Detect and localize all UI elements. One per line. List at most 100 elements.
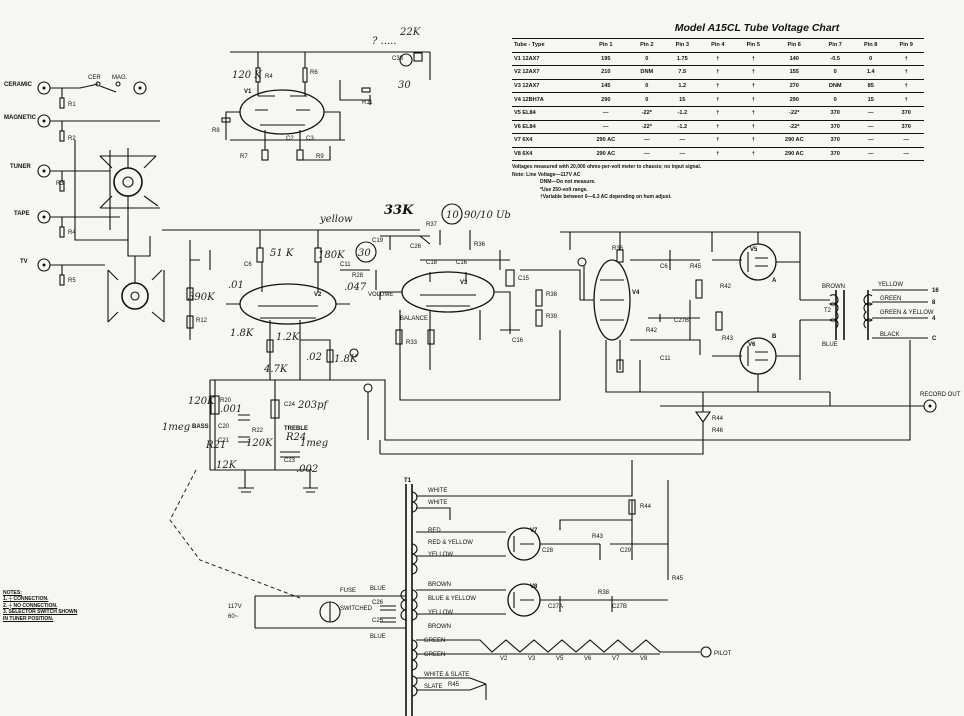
voltage-cell: — — [867, 151, 874, 158]
svg-text:GREEN: GREEN — [424, 638, 445, 644]
svg-text:YELLOW: YELLOW — [428, 552, 453, 558]
svg-text:C11: C11 — [660, 356, 671, 362]
svg-text:R42: R42 — [646, 328, 658, 334]
svg-text:R24: R24 — [285, 432, 306, 443]
svg-text:.02: .02 — [306, 352, 322, 363]
selector-switch — [74, 140, 165, 323]
svg-text:V6: V6 — [584, 656, 592, 662]
svg-text:1.8K: 1.8K — [230, 328, 254, 339]
svg-text:BLUE: BLUE — [822, 342, 838, 348]
output-stage: V5 V6 A B R45 BROWN T2 BLUE YELLOW GREEN… — [380, 232, 961, 455]
svg-text:C16: C16 — [512, 338, 524, 344]
svg-text:R44: R44 — [640, 504, 652, 510]
input-jacks: CERAMIC MAGNETIC TUNER TAPE TV R1 R2 R3 … — [4, 75, 160, 286]
voltage-cell: 370 — [901, 110, 911, 117]
svg-text:C6: C6 — [244, 262, 252, 268]
voltage-cell: 1.2 — [678, 83, 687, 90]
voltage-cell: 15 — [679, 96, 686, 103]
svg-text:RED & YELLOW: RED & YELLOW — [428, 540, 473, 546]
svg-text:51 K: 51 K — [270, 248, 294, 259]
notes-heading: NOTES: — [3, 590, 22, 596]
v5-tube — [739, 243, 777, 281]
svg-text:R36: R36 — [612, 246, 624, 252]
voltage-cell: † — [716, 151, 720, 158]
svg-text:12K: 12K — [216, 460, 237, 471]
svg-text:BROWN: BROWN — [428, 582, 451, 588]
svg-text:R6: R6 — [310, 70, 318, 76]
voltage-cell: † — [751, 83, 755, 90]
voltage-cell: — — [867, 123, 874, 130]
svg-text:BLUE & YELLOW: BLUE & YELLOW — [428, 596, 476, 602]
voltage-cell: 1.75 — [676, 55, 688, 62]
chart-note: †Variable between 0—6.3 AC depending on … — [540, 193, 672, 200]
voltage-cell: — — [867, 137, 874, 144]
v2-stage: 51 K 180K V2 C6 .01 1.8K 1.2K 4.7K .02 1… — [162, 229, 420, 381]
svg-text:C: C — [932, 336, 937, 342]
voltage-cell: † — [751, 151, 755, 158]
svg-text:120K: 120K — [246, 438, 273, 449]
svg-text:.047: .047 — [344, 282, 367, 293]
svg-text:R20: R20 — [220, 398, 232, 404]
svg-text:V4: V4 — [632, 290, 640, 296]
svg-text:V1: V1 — [244, 89, 252, 95]
voltage-cell: † — [751, 123, 755, 130]
chart-note: DNM—Do not measure. — [540, 179, 596, 186]
svg-text:4: 4 — [932, 316, 936, 322]
ceramic-label: CERAMIC — [4, 82, 33, 88]
svg-text:R2: R2 — [68, 136, 76, 142]
svg-text:180K: 180K — [318, 250, 345, 261]
voltage-table-row: V5 EL84—-22*-1.2††-22*370—370 — [512, 106, 924, 121]
voltage-cell: † — [751, 137, 755, 144]
voltage-cell: † — [716, 96, 720, 103]
svg-text:RECORD OUT: RECORD OUT — [920, 392, 961, 398]
svg-text:A: A — [772, 278, 777, 284]
voltage-cell: 210 — [601, 69, 611, 76]
voltage-cell: 370 — [901, 123, 911, 130]
svg-text:BROWN: BROWN — [428, 624, 451, 630]
voltage-cell: 370 — [830, 123, 840, 130]
v3-stage: yellow 33K 10 90/10 Ub 30 C19 C26 R37 R3… — [319, 203, 598, 440]
svg-text:R3: R3 — [56, 181, 64, 187]
svg-text:C3: C3 — [306, 136, 314, 142]
voltage-cell: DNM — [640, 69, 654, 76]
voltage-cell: 270 — [789, 83, 799, 90]
voltage-cell: -22* — [789, 110, 800, 117]
voltage-column-header: Pin 8 — [864, 42, 878, 49]
svg-text:R43: R43 — [722, 336, 734, 342]
voltage-cell: 140 — [789, 55, 799, 62]
svg-text:1.8K: 1.8K — [334, 354, 358, 365]
svg-text:1.2K: 1.2K — [276, 332, 300, 343]
svg-text:C27B: C27B — [674, 318, 689, 324]
svg-text:C16: C16 — [456, 260, 468, 266]
svg-text:MAG.: MAG. — [112, 75, 128, 81]
svg-text:C26: C26 — [410, 244, 422, 250]
svg-text:TREBLE: TREBLE — [284, 426, 308, 432]
svg-text:BLUE: BLUE — [370, 634, 386, 640]
svg-text:V5: V5 — [750, 247, 758, 253]
note-item: IN TUNER POSITION. — [3, 615, 54, 622]
svg-text:33K: 33K — [384, 203, 414, 218]
voltage-cell: 370 — [830, 110, 840, 117]
svg-text:R12: R12 — [196, 318, 208, 324]
voltage-cell: 370 — [830, 137, 840, 144]
svg-text:R4: R4 — [265, 74, 273, 80]
svg-text:GREEN & YELLOW: GREEN & YELLOW — [880, 310, 934, 316]
svg-text:PILOT: PILOT — [714, 651, 732, 657]
voltage-cell: † — [904, 69, 908, 76]
voltage-cell: † — [904, 96, 908, 103]
svg-text:R43: R43 — [592, 534, 604, 540]
svg-text:BROWN: BROWN — [822, 284, 845, 290]
svg-text:C19: C19 — [372, 238, 384, 244]
svg-text:V2: V2 — [500, 656, 508, 662]
voltage-cell: 145 — [601, 83, 611, 90]
svg-text:T2: T2 — [824, 308, 832, 314]
voltage-column-header: Tube - Type — [514, 42, 545, 49]
svg-text:R45: R45 — [672, 576, 684, 582]
svg-text:C2: C2 — [286, 136, 294, 142]
